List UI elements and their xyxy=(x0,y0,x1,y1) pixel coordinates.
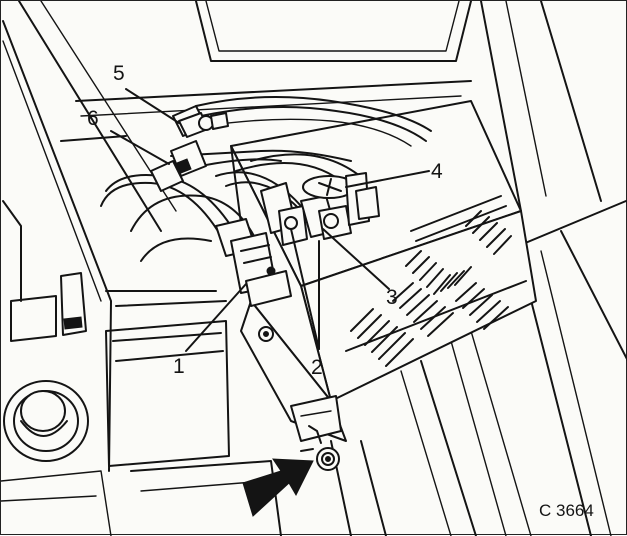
callout-2: 2 xyxy=(311,356,323,379)
connector-5 xyxy=(172,105,229,138)
radio-unit xyxy=(230,100,537,442)
figure-code: C 3664 xyxy=(539,501,594,520)
vent-slots xyxy=(350,195,512,367)
wiring-harness xyxy=(100,96,432,262)
callout-6: 6 xyxy=(87,107,99,130)
connector-6 xyxy=(150,140,207,192)
leader-lines xyxy=(110,88,430,352)
callout-3: 3 xyxy=(386,286,398,309)
callout-5: 5 xyxy=(113,62,125,85)
connector-2 xyxy=(260,182,308,246)
fastening-screw xyxy=(300,425,340,471)
callout-labels: 5 6 1 2 3 4 xyxy=(87,62,443,379)
callout-1: 1 xyxy=(173,355,185,378)
connector-1 xyxy=(215,218,292,307)
connector-3 xyxy=(300,195,352,240)
callout-4: 4 xyxy=(431,160,443,183)
arrow-icon xyxy=(242,458,314,517)
